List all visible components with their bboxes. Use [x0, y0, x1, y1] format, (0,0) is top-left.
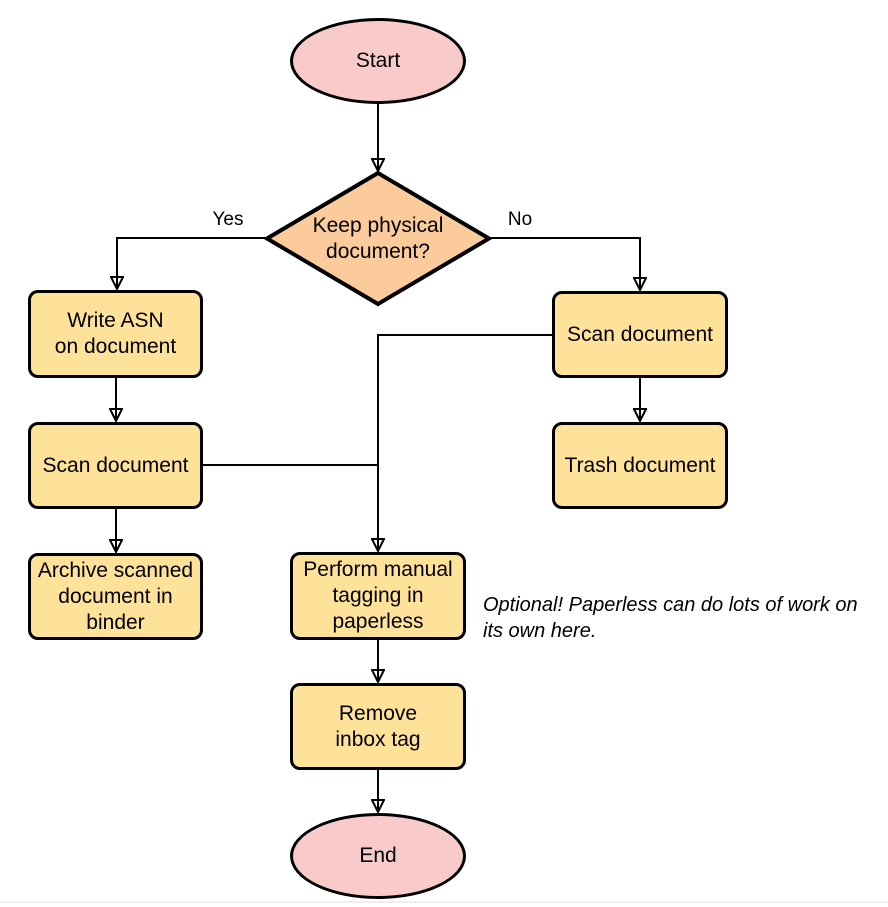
decision-diamond-shape [263, 170, 493, 307]
node-remove-inbox: Remove inbox tag [290, 683, 466, 770]
node-trash-label: Trash document [564, 453, 716, 477]
node-decision: Keep physical document? [263, 170, 493, 307]
node-decision-label: Keep physical document? [312, 213, 444, 263]
node-scan-right-label: Scan document [567, 322, 713, 346]
edge-decision-no-to-scan-right [491, 237, 640, 289]
node-start-label: Start [355, 49, 401, 72]
node-start: Start [290, 18, 466, 104]
canvas-bottom-edge [0, 901, 888, 903]
node-archive: Archive scanned document in binder [28, 553, 203, 640]
node-write-asn-label: Write ASN on document [54, 309, 177, 358]
node-scan-left: Scan document [28, 422, 203, 509]
node-remove-inbox-label: Remove inbox tag [335, 701, 421, 751]
node-end-label: End [359, 844, 397, 867]
node-scan-left-label: Scan document [42, 453, 189, 477]
node-write-asn: Write ASN on document [28, 290, 203, 378]
edge-decision-yes-to-write-asn [117, 237, 265, 288]
edge-scan-right-to-tagging [378, 334, 552, 550]
annotation-note: Optional! Paperless can do lots of work … [483, 594, 858, 642]
node-archive-label: Archive scanned document in binder [37, 558, 194, 634]
node-trash: Trash document [552, 422, 728, 509]
edge-label-no: No [507, 209, 533, 230]
node-tagging-label: Perform manual tagging in paperless [303, 558, 453, 633]
node-tagging: Perform manual tagging in paperless [290, 552, 466, 640]
node-end: End [290, 813, 466, 899]
edge-label-yes: Yes [212, 209, 244, 230]
node-scan-right: Scan document [552, 291, 728, 378]
